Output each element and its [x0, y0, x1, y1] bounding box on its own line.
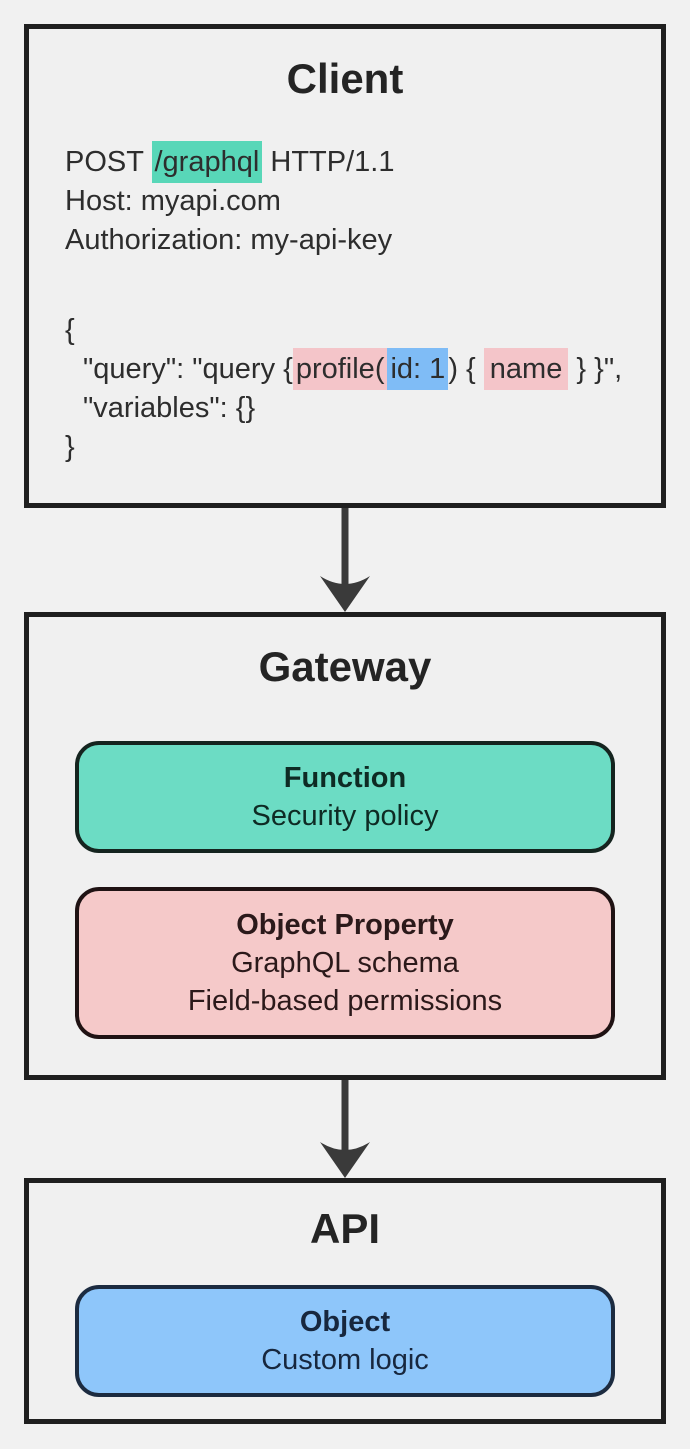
blank-line	[65, 260, 661, 311]
request-line-authorization: Authorization: my-api-key	[65, 224, 393, 256]
gateway-title: Gateway	[258, 643, 432, 690]
api-node: API Object Custom logic	[24, 1178, 666, 1424]
object-property-card-title: Object Property	[236, 909, 454, 941]
query-mid-text: ) {	[448, 353, 484, 385]
query-suffix-text: } }",	[568, 353, 623, 385]
object-property-card: Object Property GraphQL schema Field-bas…	[75, 887, 615, 1039]
graphql-path-highlight: /graphql	[151, 141, 263, 183]
http-request-code: POST /graphql HTTP/1.1 Host: myapi.com A…	[65, 141, 661, 467]
profile-field-highlight: profile(	[292, 348, 388, 390]
arrow-client-to-gateway	[0, 508, 690, 612]
http-method-text: POST	[65, 146, 152, 178]
json-query-line: "query": "query {profile(id: 1) { name }…	[65, 348, 661, 390]
arrow-down-icon	[320, 1080, 370, 1178]
gateway-node: Gateway Function Security policy Object …	[24, 612, 666, 1080]
name-field-highlight: name	[483, 348, 569, 390]
object-property-card-line2: Field-based permissions	[187, 985, 503, 1017]
api-title: API	[309, 1205, 380, 1252]
json-variables-line: "variables": {}	[83, 392, 256, 424]
arrow-gateway-to-api	[0, 1080, 690, 1178]
client-title: Client	[286, 55, 404, 102]
function-card: Function Security policy	[75, 741, 615, 853]
json-open-brace: {	[65, 314, 75, 346]
object-card-line: Custom logic	[261, 1344, 429, 1376]
function-card-title: Function	[283, 762, 407, 794]
client-node: Client POST /graphql HTTP/1.1 Host: myap…	[24, 24, 666, 508]
object-card-title: Object	[299, 1306, 391, 1338]
request-line-method: POST /graphql HTTP/1.1	[65, 141, 661, 183]
query-prefix-text: "query": "query {	[83, 353, 293, 385]
function-card-line: Security policy	[251, 800, 439, 832]
request-line-host: Host: myapi.com	[65, 185, 281, 217]
object-property-card-line1: GraphQL schema	[231, 947, 459, 979]
arrow-down-icon	[320, 508, 370, 612]
json-close-brace: }	[65, 431, 75, 463]
object-card: Object Custom logic	[75, 1285, 615, 1397]
id-argument-highlight: id: 1	[387, 348, 449, 390]
http-version-text: HTTP/1.1	[262, 146, 395, 178]
